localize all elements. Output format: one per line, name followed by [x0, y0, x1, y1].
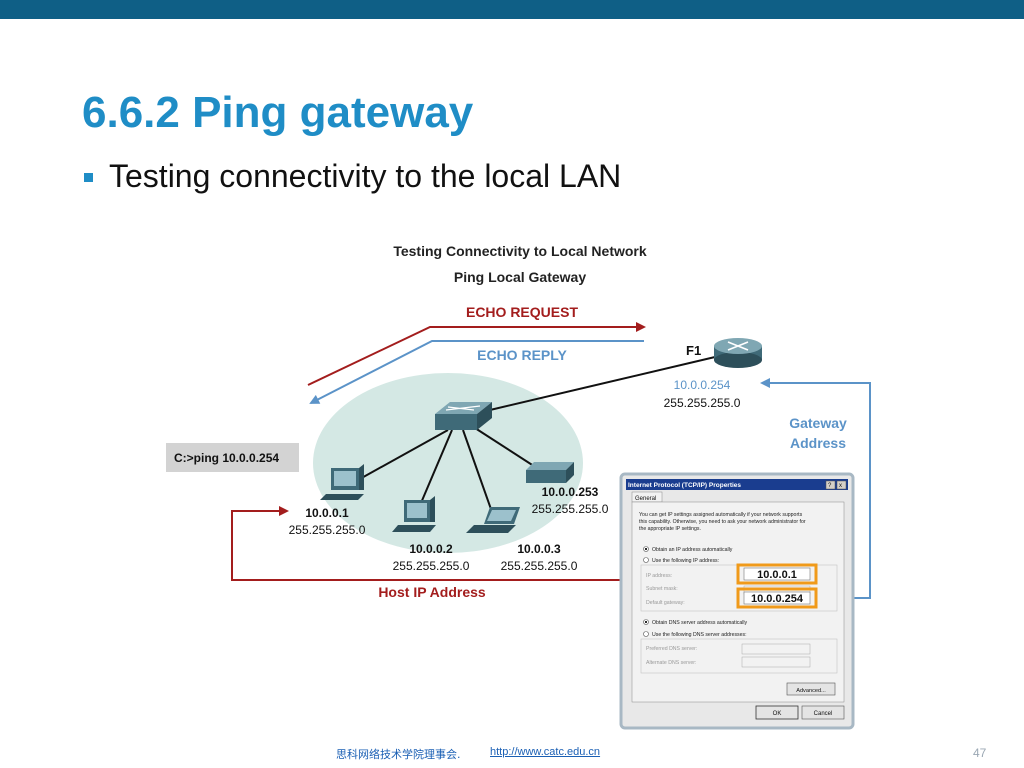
- preferred-dns-label: Preferred DNS server:: [646, 646, 697, 652]
- bullet-text: Testing connectivity to the local LAN: [109, 158, 622, 194]
- diagram-title: Testing Connectivity to Local Network: [393, 243, 647, 259]
- radio-use-dns-label: Use the following DNS server addresses:: [652, 632, 747, 638]
- ip-address-highlight: [736, 563, 818, 585]
- top-banner: [0, 0, 1024, 19]
- close-button[interactable]: [836, 480, 847, 490]
- gateway-label-line1: Gateway: [789, 415, 847, 431]
- radio-selected-dot: [644, 547, 648, 551]
- ok-button[interactable]: [755, 705, 799, 720]
- bullet-item: Testing connectivity to the local LAN: [84, 158, 621, 195]
- diagram-subtitle: Ping Local Gateway: [454, 269, 586, 285]
- cancel-button[interactable]: [801, 705, 845, 720]
- network-links: [357, 356, 716, 513]
- pc-icon: [320, 464, 364, 500]
- host-ip-label: Host IP Address: [378, 584, 486, 600]
- dialog-description-line3: the appropriate IP settings.: [639, 526, 701, 532]
- gateway-highlight: [736, 587, 818, 609]
- switch-icon: [435, 402, 492, 430]
- subnet-mask-label: Subnet mask:: [646, 586, 678, 592]
- server-icon: [526, 462, 574, 483]
- radio-obtain-ip-label: Obtain an IP address automatically: [652, 547, 733, 553]
- square-bullet-icon: [84, 173, 93, 182]
- host-ip: 10.0.0.1: [305, 506, 349, 520]
- help-button[interactable]: [825, 480, 836, 490]
- ok-button-label: OK: [773, 711, 782, 717]
- command-box: [166, 443, 299, 472]
- host-mask: 255.255.255.0: [501, 559, 578, 573]
- host-mask: 255.255.255.0: [393, 559, 470, 573]
- dialog-description-line2: this capability. Otherwise, you need to …: [639, 519, 806, 525]
- radio-use-dns[interactable]: [643, 631, 649, 637]
- router-mask: 255.255.255.0: [664, 396, 741, 410]
- ip-address-field[interactable]: [743, 567, 811, 581]
- echo-request-arrow: [307, 322, 646, 386]
- default-gateway-value: 10.0.0.254: [751, 593, 804, 605]
- ip-address-label: IP address:: [646, 573, 672, 579]
- slide-title: 6.6.2 Ping gateway: [82, 88, 474, 137]
- host-mask: 255.255.255.0: [532, 502, 609, 516]
- pc-icon: [392, 496, 436, 532]
- host-ip: 10.0.0.253: [542, 485, 599, 499]
- radio-use-ip[interactable]: [643, 557, 649, 563]
- radio-selected-dot: [644, 620, 648, 624]
- router-ip: 10.0.0.254: [674, 378, 731, 392]
- close-icon: x: [839, 483, 842, 489]
- default-gateway-field[interactable]: [743, 591, 811, 605]
- advanced-button[interactable]: [786, 682, 836, 696]
- preferred-dns-field[interactable]: [741, 643, 811, 655]
- router-name: F1: [686, 343, 701, 358]
- footer-link[interactable]: http://www.catc.edu.cn: [490, 746, 601, 758]
- dns-group-box: [640, 638, 838, 674]
- tcpip-properties-dialog: Internet Protocol (TCP/IP) Properties ? …: [619, 472, 855, 730]
- ping-command: C:>ping 10.0.0.254: [174, 451, 279, 465]
- alternate-dns-label: Alternate DNS server:: [646, 660, 696, 666]
- cancel-button-label: Cancel: [814, 711, 833, 717]
- advanced-button-label: Advanced...: [796, 688, 826, 694]
- gateway-label-line2: Address: [790, 435, 846, 451]
- tab-general-label: General: [635, 496, 656, 502]
- ip-address-value: 10.0.0.1: [757, 569, 797, 581]
- help-icon: ?: [828, 483, 832, 489]
- alternate-dns-field[interactable]: [741, 656, 811, 668]
- radio-use-ip-label: Use the following IP address:: [652, 558, 719, 564]
- host-mask: 255.255.255.0: [289, 523, 366, 537]
- laptop-icon: [466, 507, 520, 533]
- footer-organization: 思科网络技术学院理事会.: [336, 748, 461, 761]
- radio-obtain-dns-label: Obtain DNS server address automatically: [652, 620, 748, 626]
- page-number: 47: [973, 746, 987, 760]
- host-ip: 10.0.0.2: [409, 542, 453, 556]
- echo-request-label: ECHO REQUEST: [466, 304, 578, 320]
- echo-reply-arrow: [309, 340, 644, 404]
- dialog-title: Internet Protocol (TCP/IP) Properties: [628, 482, 741, 489]
- default-gateway-label: Default gateway:: [646, 600, 685, 606]
- echo-reply-label: ECHO REPLY: [477, 347, 567, 363]
- host-ip: 10.0.0.3: [517, 542, 561, 556]
- dialog-description-line1: You can get IP settings assigned automat…: [639, 512, 803, 518]
- router-icon: [714, 338, 762, 368]
